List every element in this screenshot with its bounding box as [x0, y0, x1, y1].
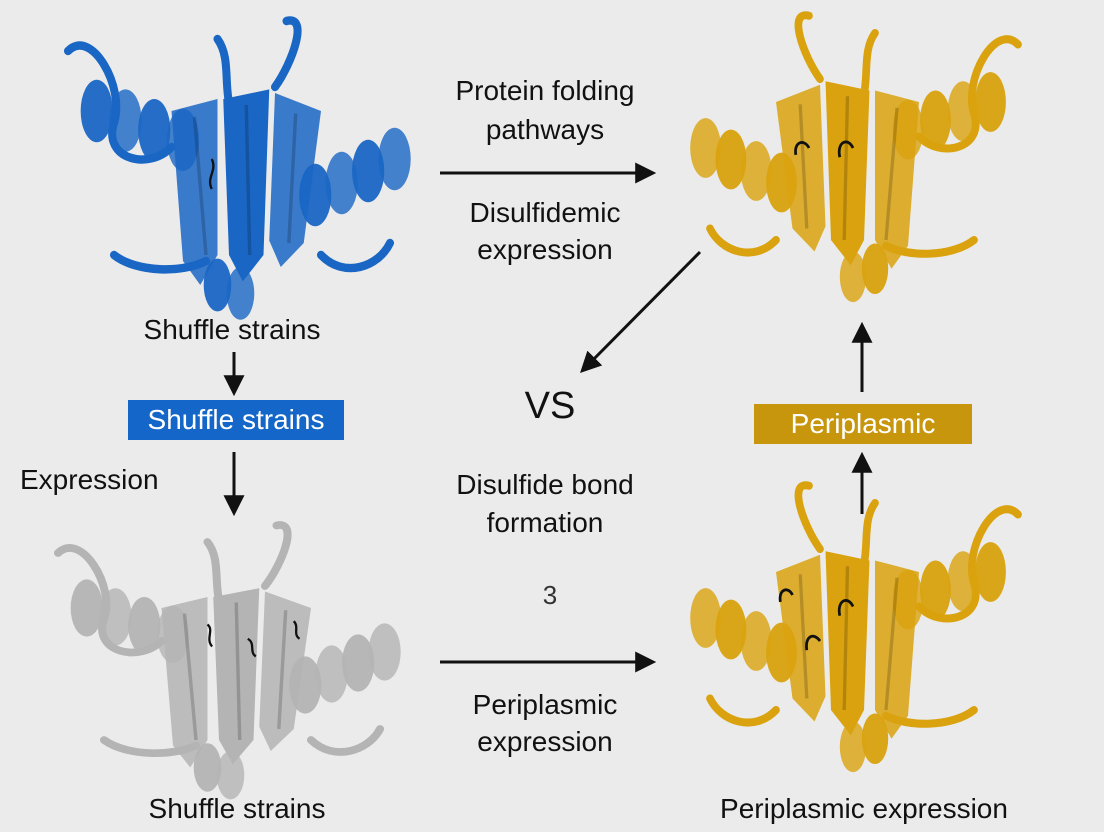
blue-protein-structure	[68, 20, 411, 319]
bottom-right-caption: Periplasmic expression	[720, 793, 1008, 824]
center-mid-line2: expression	[477, 234, 613, 265]
center-lower-line1: Disulfide bond	[456, 469, 634, 500]
gold-protein-structure-bottom	[690, 485, 1018, 772]
center-top-line1: Protein folding	[455, 75, 635, 106]
center-mid-line1: Disulfidemic	[469, 197, 621, 228]
center-bottom-line2: expression	[477, 726, 613, 757]
center-bottom-line1: Periplasmic	[472, 689, 618, 720]
center-top-line2: pathways	[485, 114, 605, 145]
center-lower-line2: formation	[486, 507, 604, 538]
center-glyph: 3	[542, 580, 558, 610]
vs-label: VS	[524, 385, 576, 427]
shuffle-strains-box: Shuffle strains	[128, 400, 344, 440]
periplasmic-box: Periplasmic	[754, 404, 972, 444]
gold-protein-structure-top	[690, 15, 1018, 302]
gray-protein-structure	[58, 525, 401, 799]
arrow-diagonal-to-vs	[580, 250, 702, 373]
top-left-caption: Shuffle strains	[143, 314, 321, 345]
expression-side-label: Expression	[20, 464, 159, 495]
bottom-left-caption: Shuffle strains	[148, 793, 326, 824]
